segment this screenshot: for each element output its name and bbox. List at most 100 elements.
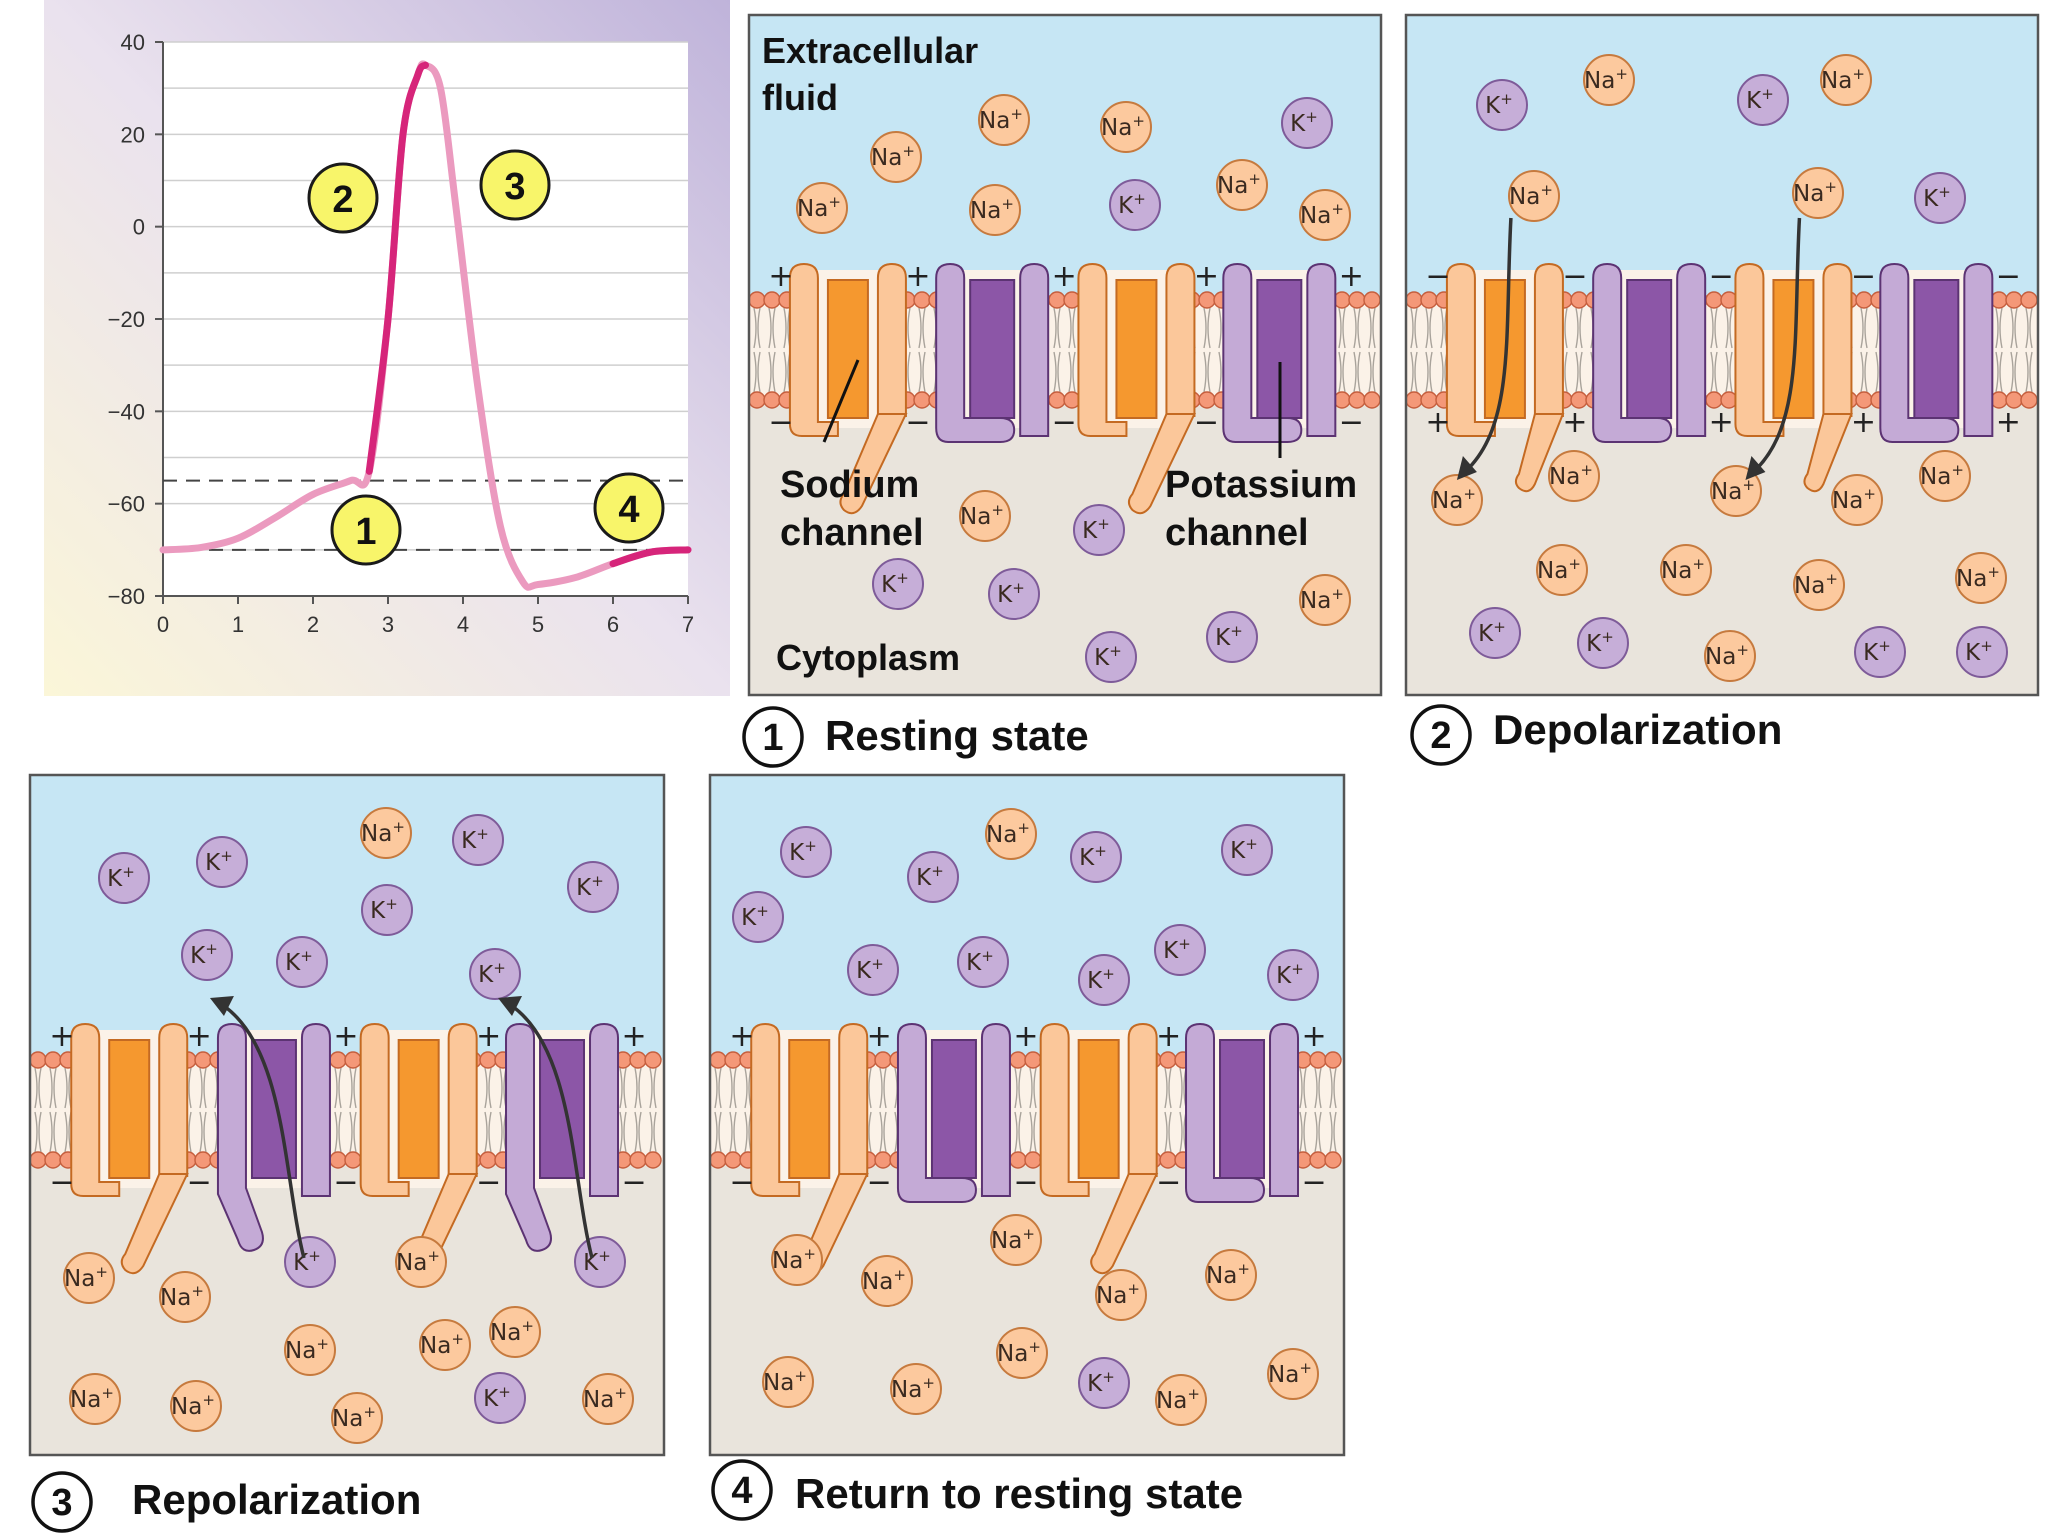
phospholipid-head bbox=[709, 1051, 727, 1069]
arrowhead bbox=[1745, 456, 1766, 480]
ion-element: Na bbox=[64, 1266, 95, 1292]
ion-charge: + bbox=[101, 1384, 114, 1402]
ion-charge: + bbox=[1127, 1280, 1140, 1298]
ion-symbol: K+ bbox=[1965, 637, 1993, 666]
ion-element: K bbox=[1478, 621, 1494, 647]
ion-circle bbox=[1955, 552, 2007, 604]
inside-charge: − bbox=[333, 1165, 358, 1200]
lipid-tail bbox=[1203, 307, 1211, 393]
channel-subunit-left bbox=[216, 1022, 264, 1252]
sodium-ion: Na+ bbox=[1536, 544, 1588, 596]
channel-subunit-right bbox=[1269, 1022, 1300, 1197]
ion-symbol: Na+ bbox=[1096, 1280, 1140, 1309]
outside-charge: + bbox=[1052, 259, 1077, 294]
ion-circle bbox=[1100, 101, 1152, 153]
ion-charge: + bbox=[1010, 105, 1023, 123]
channel-pore bbox=[1626, 279, 1673, 419]
ion-element: Na bbox=[1156, 1388, 1187, 1414]
potassium-ion: K+ bbox=[469, 948, 521, 1000]
inside-charge: − bbox=[1156, 1165, 1181, 1200]
ion-element: K bbox=[483, 1386, 499, 1412]
ion-element: K bbox=[478, 962, 494, 988]
ion-charge: + bbox=[991, 501, 1004, 519]
potassium-ion: K+ bbox=[1267, 949, 1319, 1001]
ion-symbol: Na+ bbox=[1661, 555, 1705, 584]
lipid-tail bbox=[1299, 1067, 1307, 1153]
ion-symbol: Na+ bbox=[171, 1391, 215, 1420]
x-tick-label: 3 bbox=[382, 612, 394, 637]
ion-circle bbox=[1914, 172, 1966, 224]
channel-subunit-right bbox=[447, 1022, 478, 1177]
phospholipid-head bbox=[913, 291, 931, 309]
ion-symbol: K+ bbox=[1230, 835, 1258, 864]
lipid-tail bbox=[349, 1067, 357, 1153]
ion-element: Na bbox=[70, 1387, 101, 1413]
sodium-ion: Na+ bbox=[1793, 559, 1845, 611]
sodium-ion: Na+ bbox=[978, 94, 1030, 146]
channel-pore bbox=[1077, 1039, 1120, 1179]
outside-charge: − bbox=[1709, 259, 1734, 294]
phospholipid-head bbox=[44, 1051, 62, 1069]
sodium-influx-arrow bbox=[1756, 217, 1802, 470]
ion-circle bbox=[489, 1306, 541, 1358]
ion-charge: + bbox=[1825, 570, 1838, 588]
ion-circle bbox=[1831, 474, 1883, 526]
potassium-ion: K+ bbox=[1737, 74, 1789, 126]
ion-symbol: K+ bbox=[741, 902, 769, 931]
marker-number: 3 bbox=[504, 166, 525, 208]
panel-border bbox=[28, 773, 666, 1457]
ion-symbol: Na+ bbox=[160, 1282, 204, 1311]
ion-charge: + bbox=[1094, 842, 1107, 860]
ion-element: Na bbox=[1711, 479, 1742, 505]
ion-symbol: Na+ bbox=[871, 142, 915, 171]
lipid-tail bbox=[1164, 1067, 1172, 1153]
ion-element: K bbox=[1586, 631, 1602, 657]
ion-circle bbox=[1737, 74, 1789, 126]
channel-subunit-left bbox=[1039, 1022, 1090, 1197]
ion-element: Na bbox=[1821, 68, 1852, 94]
extracellular-label-line2: fluid bbox=[762, 77, 838, 118]
potassium-efflux-arrow bbox=[222, 1004, 306, 1259]
ion-charge: + bbox=[1951, 461, 1964, 479]
x-tick-label: 5 bbox=[532, 612, 544, 637]
lipid-tail bbox=[918, 307, 926, 393]
ion-element: K bbox=[1094, 645, 1110, 671]
ion-charge: + bbox=[1500, 90, 1513, 108]
inactivation-gate bbox=[120, 1173, 189, 1275]
outside-charge: − bbox=[1996, 259, 2021, 294]
lipid-tail bbox=[1725, 307, 1733, 393]
ion-circle bbox=[1299, 189, 1351, 241]
ion-charge: + bbox=[1102, 965, 1115, 983]
ion-element: Na bbox=[862, 1269, 893, 1295]
ion-circle bbox=[985, 808, 1037, 860]
potassium-ion: K+ bbox=[907, 851, 959, 903]
outside-charge: + bbox=[476, 1019, 501, 1054]
ion-charge: + bbox=[931, 862, 944, 880]
ion-circle bbox=[1205, 1249, 1257, 1301]
lipid-tail bbox=[744, 1067, 752, 1153]
ion-element: K bbox=[881, 572, 897, 598]
ion-symbol: K+ bbox=[1087, 965, 1115, 994]
ion-charge: + bbox=[1001, 195, 1014, 213]
sodium-ion: Na+ bbox=[1704, 630, 1756, 682]
inside-charge: − bbox=[905, 405, 930, 440]
ion-circle bbox=[1919, 450, 1971, 502]
ion-circle bbox=[959, 490, 1011, 542]
ion-circle bbox=[284, 1324, 336, 1376]
potassium-ion: K+ bbox=[1078, 1357, 1130, 1409]
ion-charge: + bbox=[1824, 178, 1837, 196]
lipid-tail bbox=[1440, 307, 1448, 393]
ion-circle bbox=[1820, 54, 1872, 106]
ion-symbol: K+ bbox=[1087, 1368, 1115, 1397]
y-tick-label: 0 bbox=[133, 215, 145, 240]
phospholipid-head bbox=[644, 1051, 662, 1069]
ion-element: K bbox=[285, 950, 301, 976]
channel-subunit-right bbox=[876, 262, 907, 417]
ion-element: K bbox=[1965, 640, 1981, 666]
caption-number: 3 bbox=[51, 1482, 72, 1524]
ion-symbol: Na+ bbox=[891, 1374, 935, 1403]
ion-element: K bbox=[205, 850, 221, 876]
ion-element: Na bbox=[332, 1406, 363, 1432]
channel-pore bbox=[1913, 279, 1960, 419]
potassium-channel bbox=[216, 1022, 331, 1252]
